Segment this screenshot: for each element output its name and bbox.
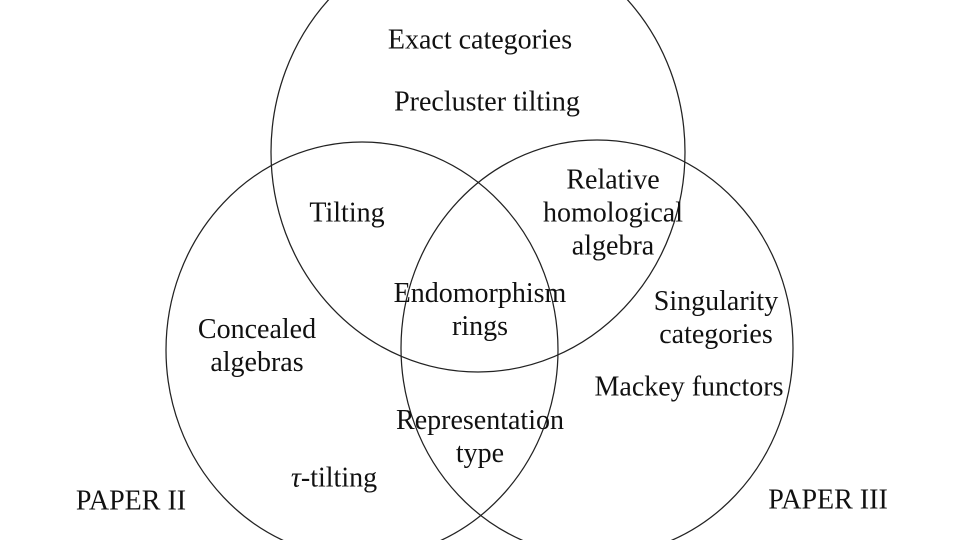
- label-text: PAPER III: [768, 484, 888, 516]
- label-precluster-tilting: Precluster tilting: [394, 86, 580, 119]
- label-tau-tilting: τ-tilting: [291, 462, 377, 495]
- label-exact-categories: Exact categories: [388, 24, 572, 57]
- label-text-line2: categories: [659, 319, 773, 350]
- label-text: Exact categories: [387, 24, 573, 56]
- label-text-line2: rings: [451, 311, 508, 342]
- label-endomorphism-rings: Endomorphism rings: [394, 277, 567, 343]
- label-text-line1: Singularity: [653, 286, 779, 317]
- label-text-line1: Concealed: [197, 314, 317, 345]
- label-text-line1: Representation: [396, 405, 564, 436]
- label-relative-homological-algebra: Relative homological algebra: [543, 164, 683, 263]
- label-concealed-algebras: Concealed algebras: [198, 313, 316, 379]
- label-text: Mackey functors: [594, 371, 784, 403]
- label-text: PAPER II: [75, 485, 187, 517]
- label-paper-ii: PAPER II: [76, 485, 186, 518]
- tau-symbol: τ: [290, 462, 301, 494]
- label-text: τ-tilting: [291, 462, 377, 495]
- label-representation-type: Representation type: [396, 404, 564, 470]
- label-mackey-functors: Mackey functors: [595, 371, 784, 404]
- tau-suffix: -tilting: [300, 462, 378, 494]
- label-text-line1: Relative: [566, 164, 660, 196]
- right-circle-outline: [400, 139, 794, 540]
- label-singularity-categories: Singularity categories: [654, 285, 778, 351]
- top-circle-outline: [270, 0, 686, 373]
- label-text: Precluster tilting: [394, 86, 580, 118]
- label-paper-iii: PAPER III: [768, 484, 888, 517]
- label-text-line2: type: [455, 438, 505, 469]
- left-circle-outline: [165, 141, 559, 540]
- label-text-line2: algebras: [210, 347, 304, 378]
- label-text-line2: homological: [543, 197, 683, 229]
- label-text: Tilting: [309, 197, 385, 229]
- label-tilting: Tilting: [309, 197, 384, 230]
- label-text-line3: algebra: [571, 230, 655, 262]
- label-text-line1: Endomorphism: [393, 278, 567, 309]
